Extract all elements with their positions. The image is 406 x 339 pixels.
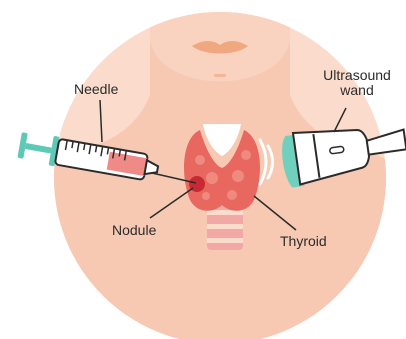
chin-dimple [214,74,226,77]
nodule-label: Nodule [112,223,156,238]
ultrasound-wand-label: Ultrasound wand [309,68,405,98]
ultrasound-label-line2: wand [309,83,405,98]
ultrasound-label-line1: Ultrasound [309,68,405,83]
thyroid-label: Thyroid [280,234,327,249]
needle-label: Needle [74,82,118,97]
